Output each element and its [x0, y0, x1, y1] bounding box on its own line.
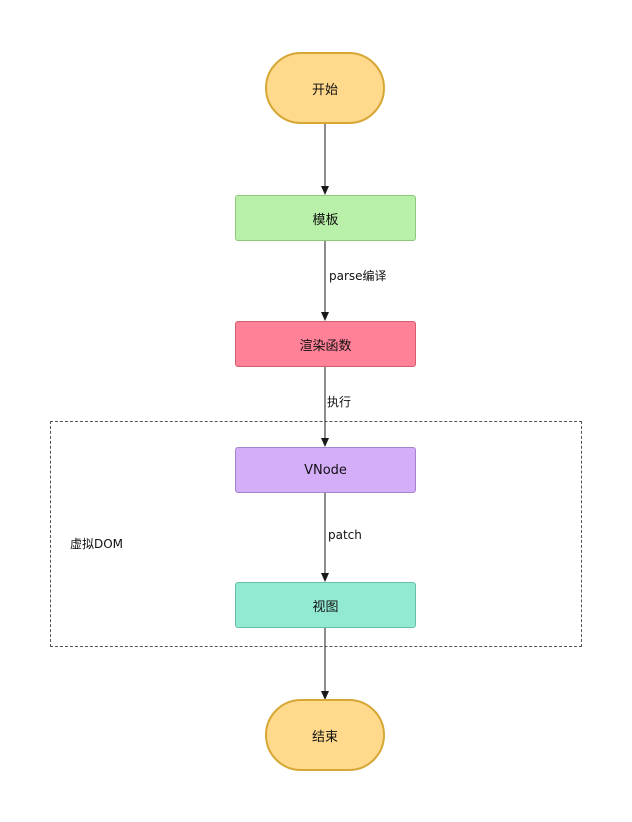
virtual-dom-group-label: 虚拟DOM — [70, 537, 124, 551]
edge-label-patch: patch — [328, 528, 362, 542]
vnode-node-label: VNode — [304, 462, 347, 478]
start-node: 开始 — [265, 52, 385, 124]
template-node-label: 模板 — [312, 212, 339, 228]
virtual-dom-group — [50, 421, 582, 647]
edge-label-parse: parse编译 — [329, 267, 387, 284]
end-node: 结束 — [265, 699, 385, 771]
view-node: 视图 — [235, 582, 416, 628]
start-node-label: 开始 — [311, 82, 338, 98]
end-node-label: 结束 — [311, 729, 338, 745]
view-node-label: 视图 — [312, 599, 339, 615]
render-function-node-label: 渲染函数 — [299, 338, 352, 354]
render-function-node: 渲染函数 — [235, 321, 416, 367]
template-node: 模板 — [235, 195, 416, 241]
vnode-node: VNode — [235, 447, 416, 493]
edge-label-execute: 执行 — [327, 393, 352, 410]
